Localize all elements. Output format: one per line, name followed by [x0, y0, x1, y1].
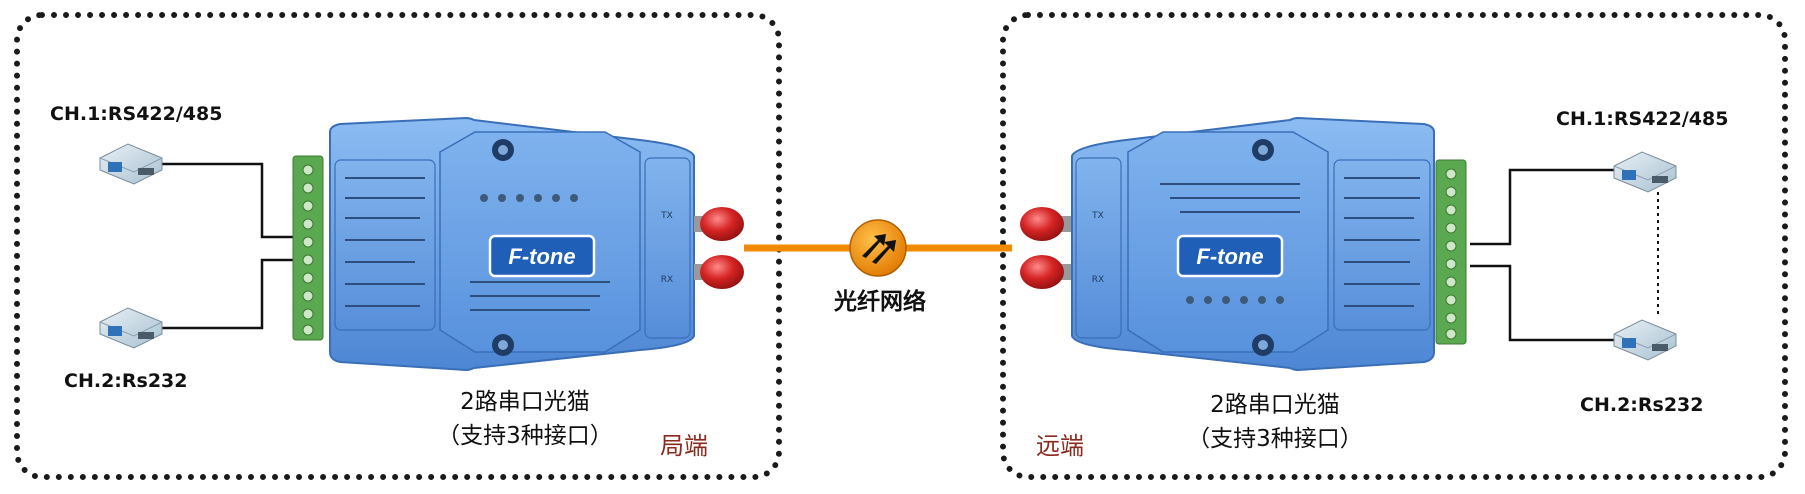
- local-device-note: （支持3种接口）: [437, 423, 613, 449]
- remote-device-note: （支持3种接口）: [1187, 426, 1363, 452]
- remote-ch1-converter-icon: [1613, 151, 1677, 193]
- local-device-caption: 2路串口光猫 （支持3种接口）: [410, 385, 640, 453]
- remote-rx-label: RX: [1092, 275, 1104, 285]
- remote-device: F-tone TX RX: [1020, 116, 1467, 372]
- local-tx-label: TX: [660, 211, 673, 221]
- remote-wires: [1470, 168, 1659, 342]
- local-ch1-label: CH.1:RS422/485: [50, 103, 223, 125]
- fiber-link: [744, 219, 1012, 277]
- local-ch1-converter-icon: [99, 143, 163, 185]
- remote-tx-label: TX: [1091, 211, 1104, 221]
- remote-terminal-block: [1435, 159, 1467, 345]
- local-rx-label: RX: [661, 275, 673, 285]
- fiber-network-label: 光纤网络: [834, 289, 926, 315]
- remote-end-label: 远端: [1036, 432, 1084, 460]
- local-device-name: 2路串口光猫: [460, 389, 590, 415]
- remote-brand-text: F-tone: [1196, 244, 1263, 269]
- local-brand-text: F-tone: [508, 244, 575, 269]
- remote-ch2-label: CH.2:Rs232: [1580, 394, 1704, 416]
- remote-ch1-label: CH.1:RS422/485: [1556, 108, 1729, 130]
- remote-ch2-converter-icon: [1613, 319, 1677, 361]
- local-fiber-connectors: [694, 207, 744, 289]
- remote-device-caption: 2路串口光猫 （支持3种接口）: [1160, 388, 1390, 456]
- arrows-exchange-icon: [849, 219, 907, 277]
- remote-device-name: 2路串口光猫: [1210, 392, 1340, 418]
- local-wires: [162, 162, 293, 330]
- local-end-label: 局端: [660, 432, 708, 460]
- local-ch2-label: CH.2:Rs232: [64, 370, 188, 392]
- local-device: F-tone TX RX: [292, 116, 744, 372]
- local-ch2-converter-icon: [99, 307, 163, 349]
- local-brand-logo: [488, 234, 596, 278]
- local-terminal-block: [292, 155, 324, 341]
- remote-brand-logo: [1176, 234, 1284, 278]
- remote-fiber-connectors: [1020, 207, 1074, 289]
